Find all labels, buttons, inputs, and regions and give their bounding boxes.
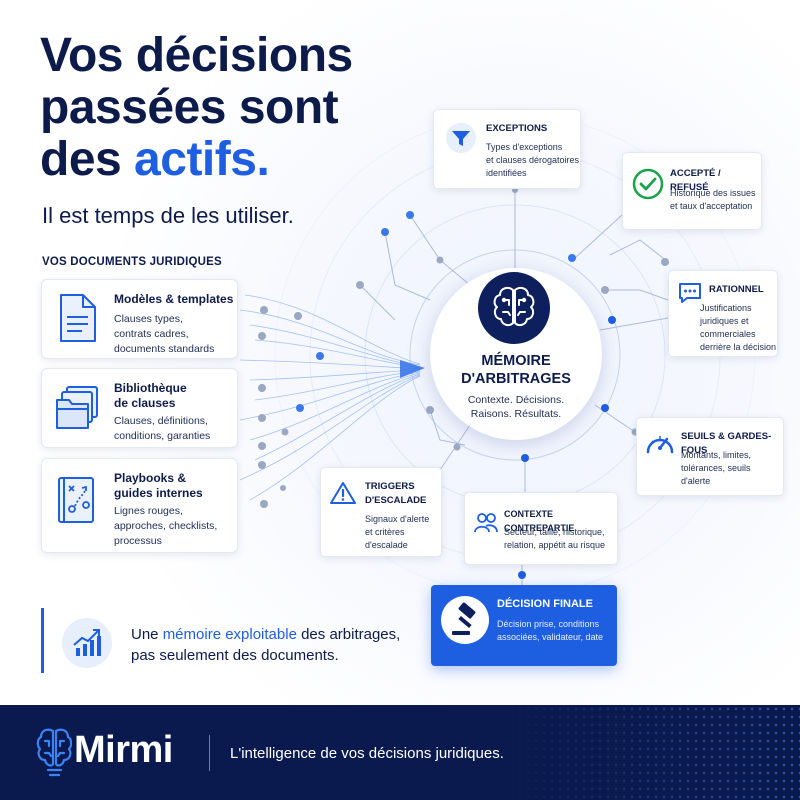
card-decision-finale[interactable]: DÉCISION FINALE Décision prise, conditio… bbox=[431, 585, 617, 666]
card-title: EXCEPTIONS bbox=[486, 123, 548, 134]
callout-accent-bar bbox=[41, 608, 44, 673]
card-desc: Secteur, taille, historique, relation, a… bbox=[504, 527, 606, 550]
card-title: RATIONNEL bbox=[709, 284, 764, 295]
doc-card-desc: Clauses, définitions, conditions, garant… bbox=[114, 415, 211, 442]
footer-divider bbox=[209, 735, 210, 771]
growth-chart-icon bbox=[73, 629, 101, 656]
final-desc: Décision prise, conditions associées, va… bbox=[497, 619, 604, 642]
card-desc: Signaux d'alerte et critères d'escalade bbox=[365, 514, 430, 550]
doc-card-desc: Clauses types, contrats cadres, document… bbox=[114, 313, 215, 355]
playbook-icon bbox=[58, 477, 94, 523]
final-title: DÉCISION FINALE bbox=[497, 598, 593, 610]
card-title: CONTEXTE CONTREPARTIE bbox=[504, 509, 575, 533]
headline-line-3-prefix: des bbox=[40, 133, 135, 186]
footer-dot-pattern bbox=[500, 705, 800, 800]
footer: Mirmi L'intelligence de vos décisions ju… bbox=[0, 705, 800, 800]
card-desc: Montants, limites, tolérances, seuils d'… bbox=[681, 450, 752, 486]
gauge-icon bbox=[646, 436, 674, 454]
card-title: ACCEPTÉ / REFUSÉ bbox=[670, 168, 721, 193]
headline-accent: actifs. bbox=[134, 133, 270, 186]
brand-name: Mirmi bbox=[74, 729, 173, 771]
headline: Vos décisions passées sont des actifs. bbox=[40, 30, 420, 186]
doc-card-title: Playbooks & guides internes bbox=[114, 471, 203, 500]
documents-section-label: VOS DOCUMENTS JURIDIQUES bbox=[42, 256, 222, 268]
card-title: TRIGGERS D'ESCALADE bbox=[365, 481, 427, 506]
card-exceptions[interactable]: EXCEPTIONS Types d'exceptions et clauses… bbox=[433, 109, 581, 189]
headline-line-3: des actifs. bbox=[40, 134, 420, 186]
doc-card-title: Bibliothèque de clauses bbox=[114, 381, 187, 410]
card-desc: Historique des issues et taux d'acceptat… bbox=[670, 188, 756, 211]
callout-text: Une mémoire exploitable des arbitrages, … bbox=[131, 626, 401, 664]
gavel-badge bbox=[441, 596, 489, 644]
footer-tagline: L'intelligence de vos décisions juridiqu… bbox=[230, 745, 504, 762]
doc-card-bibliotheque[interactable]: Bibliothèque de clauses Clauses, définit… bbox=[41, 368, 238, 448]
check-circle-icon bbox=[632, 168, 664, 200]
subline: Il est temps de les utiliser. bbox=[42, 203, 294, 228]
gavel-icon bbox=[452, 602, 476, 635]
headline-line-2: passées sont bbox=[40, 81, 339, 134]
callout-badge bbox=[62, 618, 112, 668]
card-rationnel[interactable]: RATIONNEL Justifications juridiques et c… bbox=[668, 270, 778, 357]
doc-card-templates[interactable]: Modèles & templates Clauses types, contr… bbox=[41, 279, 238, 359]
headline-line-1: Vos décisions bbox=[40, 29, 353, 82]
card-triggers-escalade[interactable]: TRIGGERS D'ESCALADE Signaux d'alerte et … bbox=[320, 467, 442, 557]
callout-highlight: mémoire exploitable bbox=[162, 626, 297, 643]
document-icon bbox=[60, 294, 96, 342]
doc-card-desc: Lignes rouges, approches, checklists, pr… bbox=[114, 505, 218, 547]
doc-card-title: Modèles & templates bbox=[114, 292, 234, 306]
brain-icon bbox=[493, 286, 535, 327]
brain-bulb-icon bbox=[36, 728, 72, 777]
card-desc: Justifications juridiques et commerciale… bbox=[700, 303, 777, 352]
people-icon bbox=[474, 513, 498, 533]
warning-icon bbox=[330, 482, 356, 504]
filter-icon bbox=[446, 123, 476, 153]
hub-brain-badge bbox=[478, 272, 550, 344]
hub-title: MÉMOIRE D'ARBITRAGES bbox=[461, 353, 571, 387]
doc-card-playbooks[interactable]: Playbooks & guides internes Lignes rouge… bbox=[41, 458, 238, 553]
card-accepte-refuse[interactable]: ACCEPTÉ / REFUSÉ Historique des issues e… bbox=[622, 152, 762, 230]
card-contexte-contrepartie[interactable]: CONTEXTE CONTREPARTIE Secteur, taille, h… bbox=[464, 492, 618, 565]
card-title: SEUILS & GARDES-FOUS bbox=[681, 431, 772, 456]
folder-stack-icon bbox=[56, 386, 98, 429]
card-seuils[interactable]: SEUILS & GARDES-FOUS Montants, limites, … bbox=[636, 417, 784, 496]
hub-subtitle: Contexte. Décisions. Raisons. Résultats. bbox=[467, 394, 565, 420]
card-desc: Types d'exceptions et clauses dérogatoir… bbox=[486, 142, 580, 178]
chat-bubble-icon bbox=[679, 283, 701, 303]
